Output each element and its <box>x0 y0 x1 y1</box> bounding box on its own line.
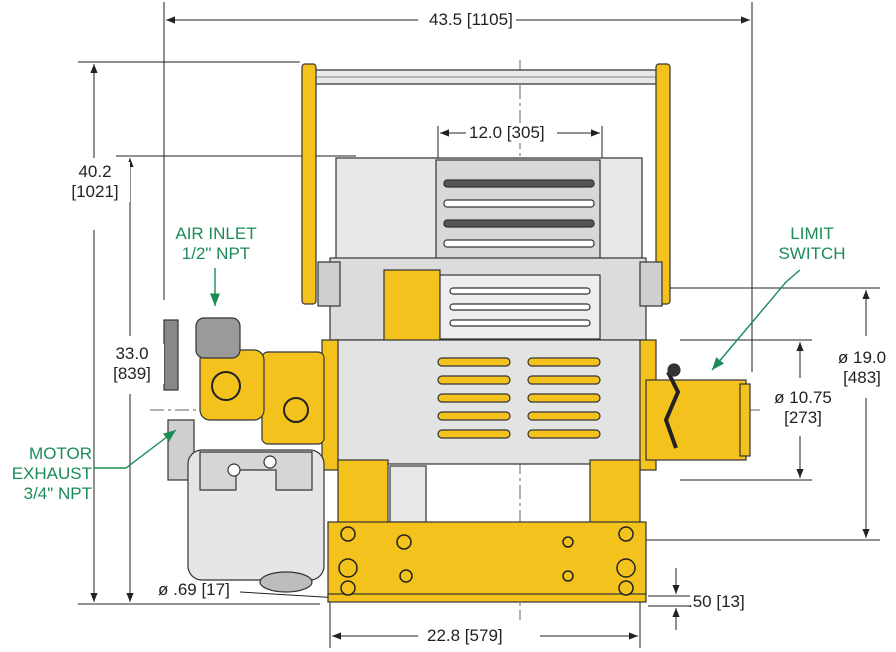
hole-diameter-label: ø .69 [17] <box>158 580 230 599</box>
flange-diameter-value: ø 19.0 <box>837 348 887 367</box>
limit-switch-label: LIMIT SWITCH <box>772 224 852 264</box>
air-inlet-label: AIR INLET 1/2" NPT <box>166 224 266 264</box>
motor-exhaust-size: 3/4" NPT <box>23 484 92 503</box>
flange-diameter-label: ø 19.0 [483] <box>826 348 896 388</box>
drum-slots <box>437 357 601 439</box>
motor-exhaust-title-2: EXHAUST <box>11 464 92 483</box>
overall-height-metric: [1021] <box>71 182 119 201</box>
overall-width-label: 43.5 [1105] <box>426 10 516 30</box>
height-to-top-label: 33.0 [839] <box>100 344 164 384</box>
drum-width-label: 12.0 [305] <box>466 123 548 143</box>
drum-diameter-metric: [273] <box>784 408 822 427</box>
base-width-label: 22.8 [579] <box>424 626 506 646</box>
air-inlet-title: AIR INLET <box>175 224 257 243</box>
motor-exhaust-label: MOTOR EXHAUST 3/4" NPT <box>0 444 92 504</box>
limit-switch-title: LIMIT <box>790 224 834 243</box>
overall-height-value: 40.2 <box>78 162 112 181</box>
callout-arrows <box>94 268 801 469</box>
winch-illustration <box>163 63 751 603</box>
height-to-top-value: 33.0 <box>115 344 149 363</box>
limit-switch-title-2: SWITCH <box>778 244 846 263</box>
drum-diameter-value: ø 10.75 <box>774 388 832 407</box>
height-to-top-metric: [839] <box>113 364 151 383</box>
drum-diameter-label: ø 10.75 [273] <box>764 388 842 428</box>
overall-height-label: 40.2 [1021] <box>60 162 130 202</box>
base-bolt-holes <box>338 526 636 596</box>
motor-exhaust-title: MOTOR <box>29 444 92 463</box>
air-inlet-size: 1/2" NPT <box>181 244 251 263</box>
base-thickness-label: .50 [13] <box>688 592 745 611</box>
flange-diameter-metric: [483] <box>843 368 881 387</box>
